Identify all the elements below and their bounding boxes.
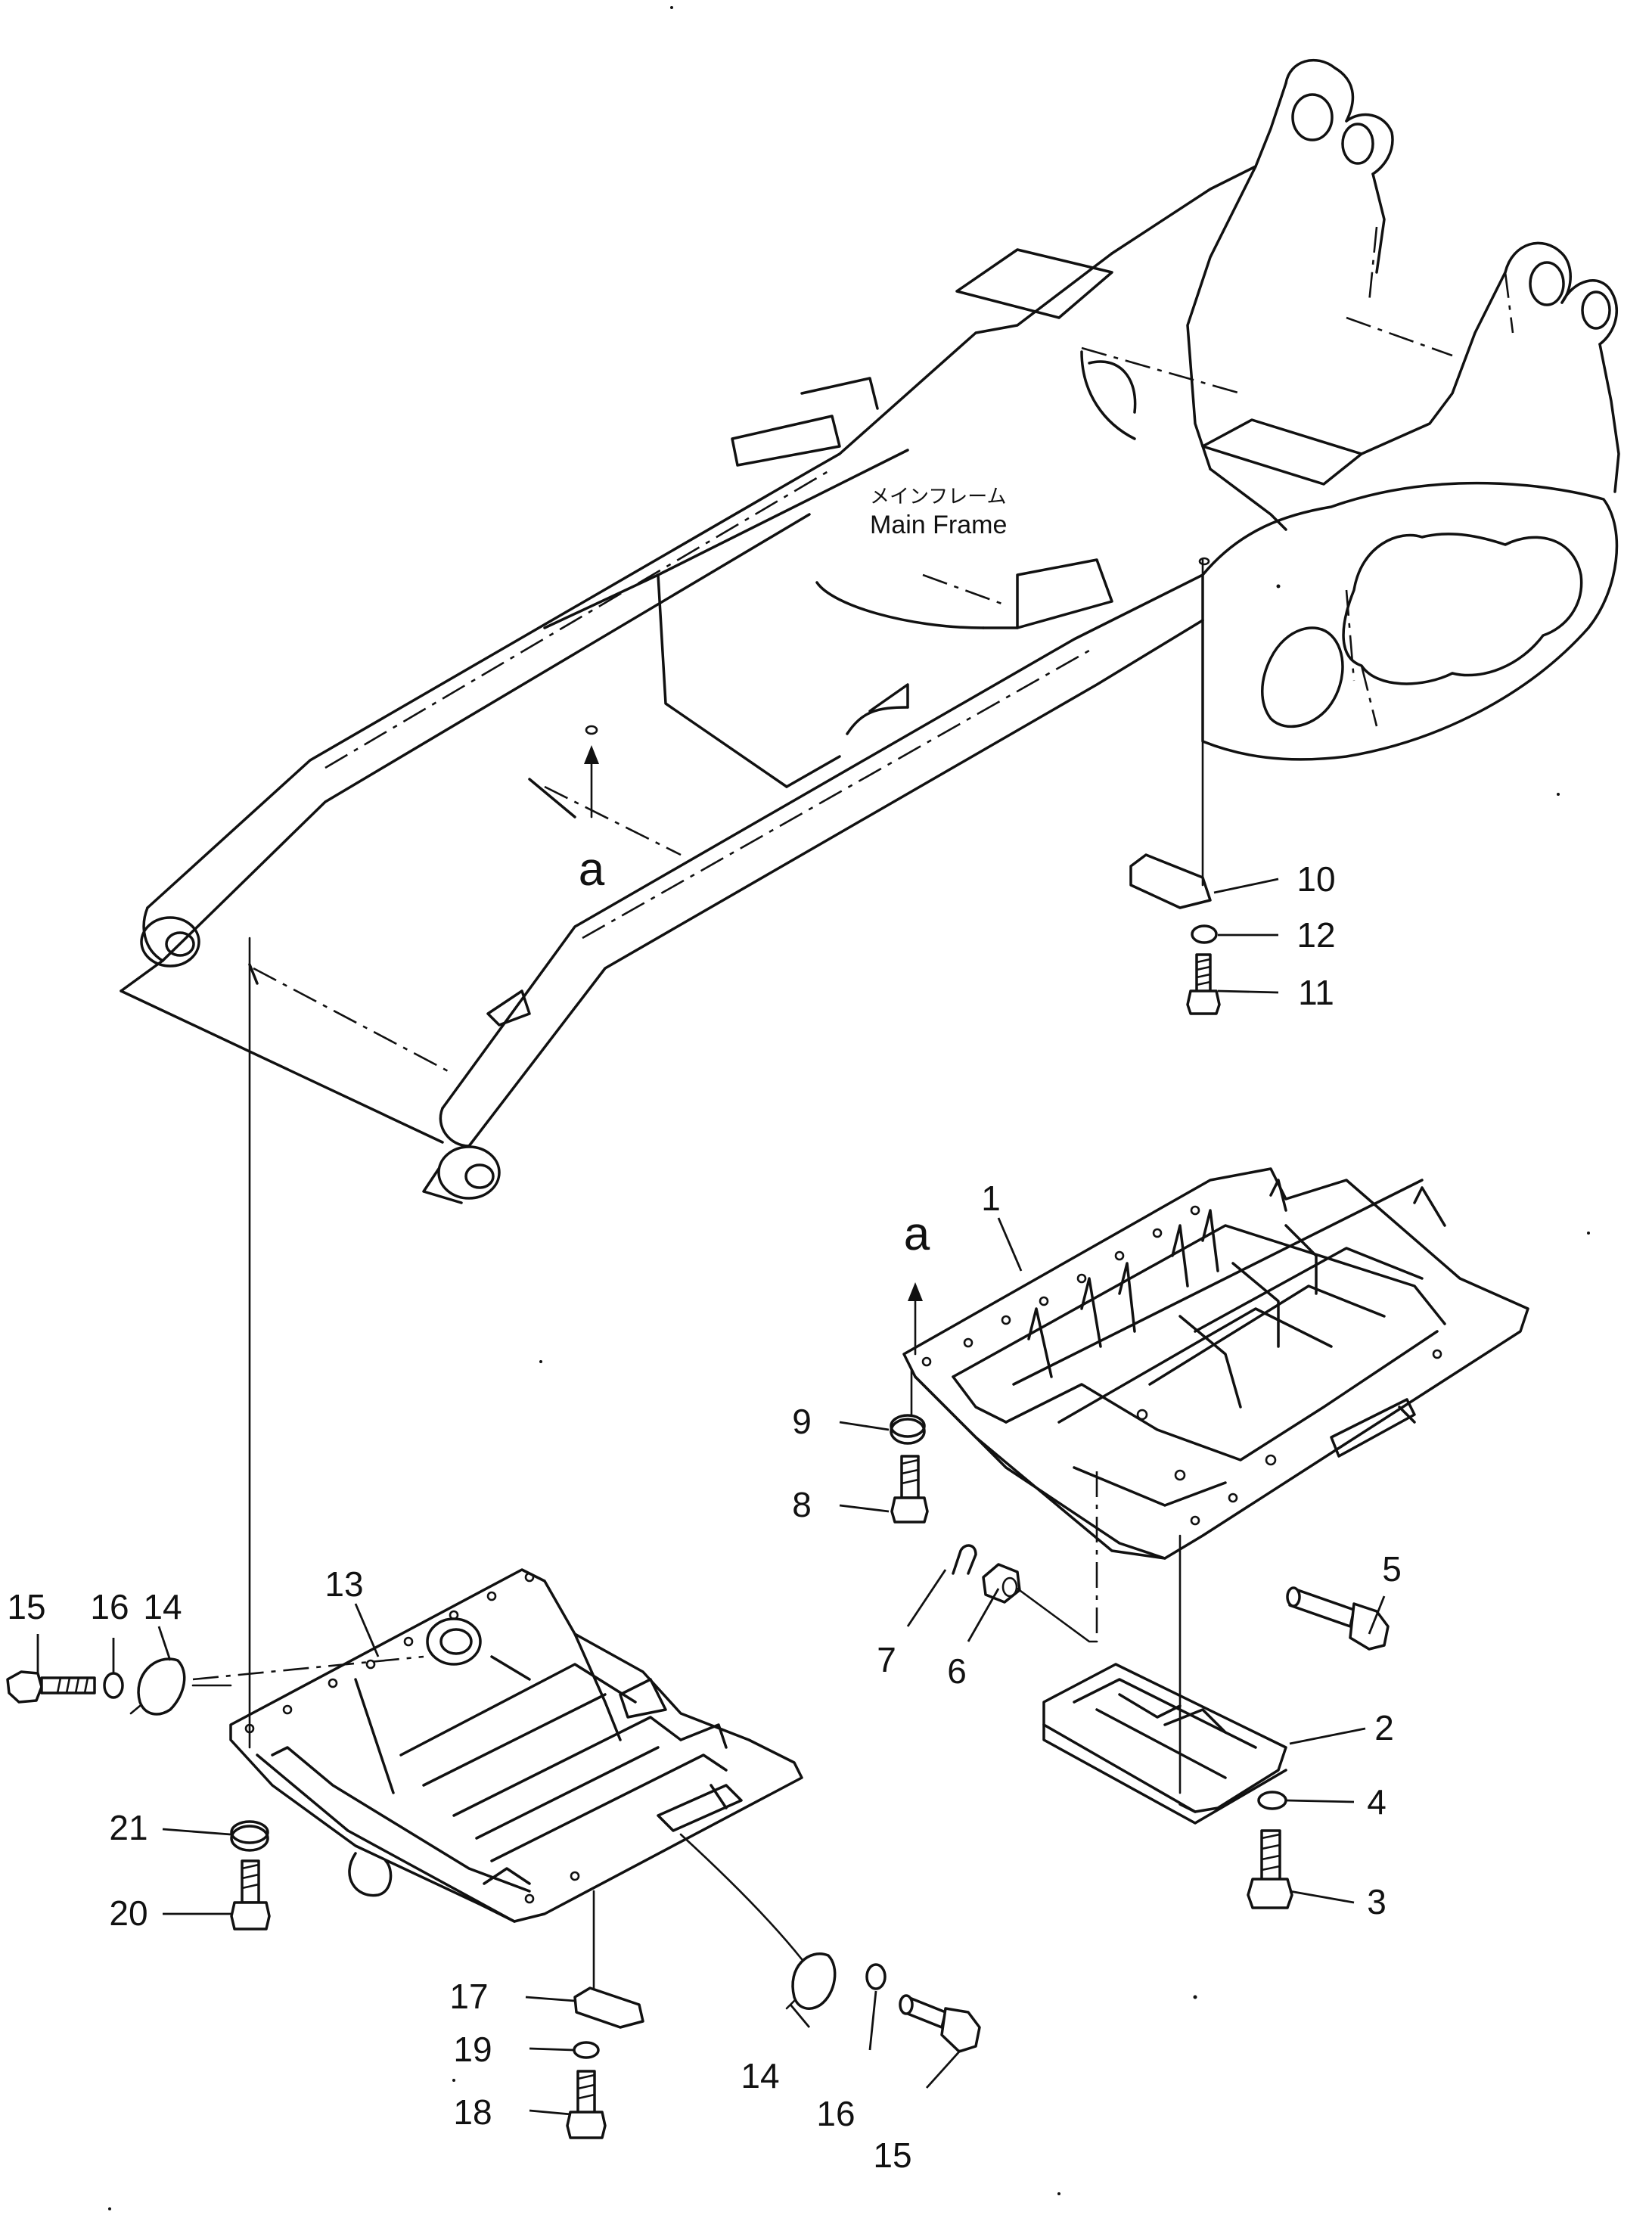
callout-6: 6 <box>947 1651 967 1691</box>
callout-19: 19 <box>453 2030 492 2069</box>
callout-leaders <box>36 878 1386 2116</box>
callout-numbers: 1 2 3 4 5 6 7 8 9 10 11 12 13 14 14 15 1… <box>7 859 1401 2175</box>
ref-mark-a-lower: a <box>904 1208 930 1356</box>
part-2-box <box>1042 1663 1287 1825</box>
part-19-washer <box>573 2041 600 2059</box>
main-frame-label-jp: メインフレーム <box>870 485 1006 508</box>
ref-mark-a-upper: a <box>579 725 605 896</box>
callout-12: 12 <box>1296 915 1335 955</box>
part-10-plate <box>1129 853 1212 909</box>
callout-16-right: 16 <box>816 2094 855 2133</box>
callout-21: 21 <box>109 1808 148 1847</box>
callout-2: 2 <box>1374 1708 1394 1747</box>
part-16-washer-right <box>865 1963 887 1990</box>
part-3-bolt <box>1247 1829 1293 1909</box>
part-5-bolt <box>1286 1586 1390 1651</box>
main-frame-label: メインフレーム Main Frame <box>870 485 1007 539</box>
part-7-cotter-pin <box>952 1544 977 1575</box>
part-15-bolt-left <box>6 1670 96 1704</box>
scan-specks <box>108 6 1590 2210</box>
part-11-bolt <box>1186 953 1221 1015</box>
callout-20: 20 <box>109 1893 148 1933</box>
part-6-nut <box>982 1563 1021 1604</box>
part-12-washer <box>1191 924 1218 944</box>
small-parts <box>6 853 1390 2139</box>
part-17-plate <box>573 1986 644 2029</box>
callout-4: 4 <box>1367 1782 1386 1822</box>
callout-18: 18 <box>453 2092 492 2132</box>
callout-16-left: 16 <box>90 1587 129 1626</box>
part-4-washer <box>1257 1791 1287 1810</box>
callout-14-right: 14 <box>741 2056 779 2095</box>
part-8-bolt <box>890 1455 929 1524</box>
main-frame-drawing <box>120 59 1620 1204</box>
callout-5: 5 <box>1382 1549 1402 1589</box>
callout-13: 13 <box>324 1564 363 1604</box>
callout-11: 11 <box>1298 973 1334 1012</box>
callout-8: 8 <box>792 1485 812 1524</box>
part-15-bolt-right <box>899 1994 981 2053</box>
callout-9: 9 <box>792 1402 812 1441</box>
callout-1: 1 <box>981 1179 1001 1218</box>
part-21-washer <box>230 1820 269 1852</box>
guard-13-bolt-holes <box>244 1572 580 1904</box>
callout-7: 7 <box>877 1640 896 1679</box>
callout-15-right: 15 <box>873 2136 911 2175</box>
callout-17: 17 <box>449 1977 488 2016</box>
guard-1-bolt-holes <box>921 1205 1442 1526</box>
guard-assembly-13 <box>192 1568 803 1923</box>
part-16-washer-left <box>103 1672 124 1699</box>
guard-assembly-1 <box>902 1167 1529 1560</box>
part-20-bolt <box>230 1859 271 1931</box>
callout-3: 3 <box>1367 1882 1386 1921</box>
callout-15-left: 15 <box>7 1587 45 1626</box>
callout-14-left: 14 <box>143 1587 182 1626</box>
part-18-bolt <box>566 2070 607 2139</box>
part-14-cap-right <box>791 1952 837 2010</box>
ref-mark-a-lower-text: a <box>904 1208 930 1260</box>
main-frame-label-en: Main Frame <box>870 511 1007 539</box>
callout-10: 10 <box>1296 859 1335 899</box>
part-14-cap-left <box>137 1657 186 1716</box>
part-9-washer <box>890 1414 926 1445</box>
assembly-lines <box>191 557 1210 1991</box>
ref-mark-a-upper-text: a <box>579 843 605 896</box>
